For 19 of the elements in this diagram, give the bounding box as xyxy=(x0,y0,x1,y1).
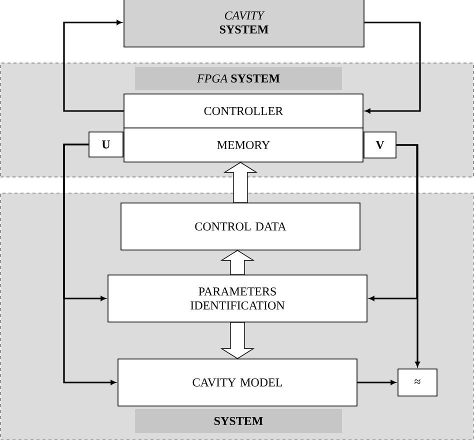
band-label: SYSTEM xyxy=(135,409,342,433)
band-label: FPGA SYSTEM xyxy=(135,67,342,90)
block-arrow xyxy=(220,250,255,275)
block-arrow xyxy=(223,162,258,203)
arrow xyxy=(364,22,421,114)
arrow xyxy=(396,144,420,367)
arrow xyxy=(357,380,396,385)
signal-box: U xyxy=(88,132,124,158)
block-arrow xyxy=(220,322,255,360)
process-box: CAVITY MODEL xyxy=(118,358,358,406)
arrow xyxy=(63,20,124,112)
arrow xyxy=(369,144,418,301)
process-box: CONTROL DATA xyxy=(120,202,360,250)
system-box: CAVITY SYSTEM xyxy=(124,0,364,48)
signal-box: V xyxy=(364,132,396,158)
process-box: PARAMETERS IDENTIFICATION xyxy=(108,274,368,322)
process-box: CONTROLLER xyxy=(124,94,364,128)
arrow xyxy=(63,144,116,385)
comparator-box: ≈ xyxy=(398,368,438,396)
